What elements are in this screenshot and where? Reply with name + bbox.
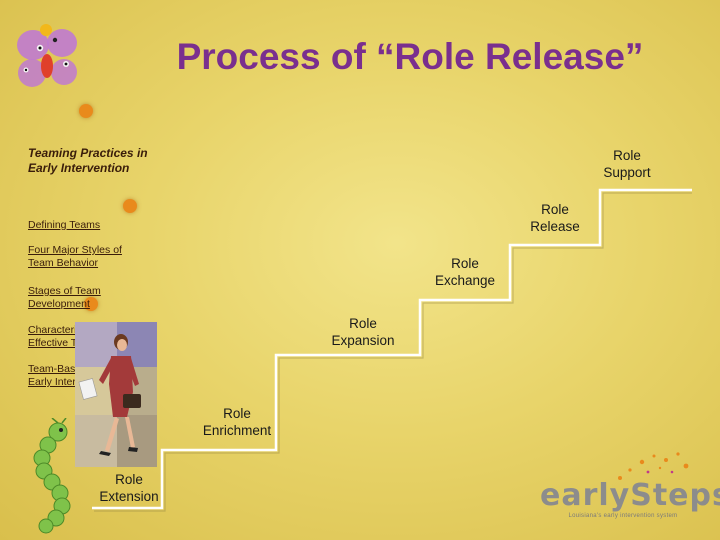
- section-heading: Teaming Practices in Early Intervention: [28, 146, 148, 175]
- decorative-dot: [79, 104, 93, 118]
- early-steps-logo: earlySteps: [540, 478, 720, 513]
- step-role-release: Role Release: [530, 202, 580, 234]
- logo-tagline: Louisiana's early intervention system: [568, 513, 678, 519]
- woman-with-briefcase-illustration: [75, 322, 157, 467]
- step-role-enrichment: Role Enrichment: [202, 406, 272, 438]
- step-role-expansion: Role Expansion: [331, 316, 395, 348]
- page-title: Process of “Role Release”: [176, 36, 644, 77]
- link-styles-team-behavior[interactable]: Four Major Styles of Team Behavior: [28, 244, 122, 269]
- butterfly-icon: [17, 24, 77, 87]
- sparkle-icon: [618, 452, 689, 480]
- decorative-dot: [84, 297, 98, 311]
- decorative-dot: [123, 199, 137, 213]
- link-defining-teams[interactable]: Defining Teams: [28, 219, 101, 231]
- step-role-exchange: Role Exchange: [434, 256, 496, 288]
- step-role-extension: Role Extension: [99, 472, 159, 504]
- caterpillar-icon: [33, 418, 71, 534]
- link-stages-team-development[interactable]: Stages of Team Development: [28, 285, 101, 310]
- step-role-support: Role Support: [603, 148, 651, 180]
